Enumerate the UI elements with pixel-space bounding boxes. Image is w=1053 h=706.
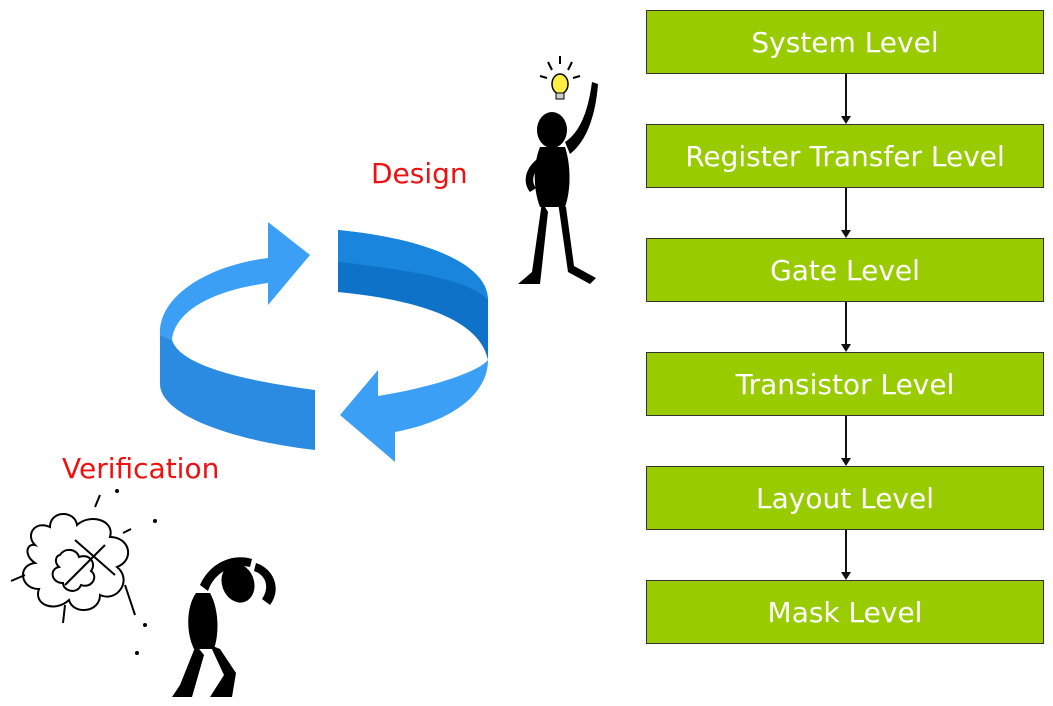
level-box-mask: Mask Level	[646, 580, 1044, 644]
explosion-cloud-icon	[10, 489, 157, 655]
level-box-layout: Layout Level	[646, 466, 1044, 530]
stick-figure-frustrated-icon	[172, 557, 276, 697]
stick-figure-with-lightbulb-icon	[518, 56, 598, 284]
connector-arrow	[841, 188, 851, 238]
level-box-gate: Gate Level	[646, 238, 1044, 302]
connector-arrow	[841, 74, 851, 124]
level-box-register-transfer: Register Transfer Level	[646, 124, 1044, 188]
connector-arrow	[841, 416, 851, 466]
connector-arrow	[841, 530, 851, 580]
level-box-transistor: Transistor Level	[646, 352, 1044, 416]
level-box-system: System Level	[646, 10, 1044, 74]
circular-arrows-icon	[159, 222, 488, 462]
connector-arrow	[841, 302, 851, 352]
design-label: Design	[371, 157, 468, 190]
verification-label: Verification	[62, 452, 220, 485]
